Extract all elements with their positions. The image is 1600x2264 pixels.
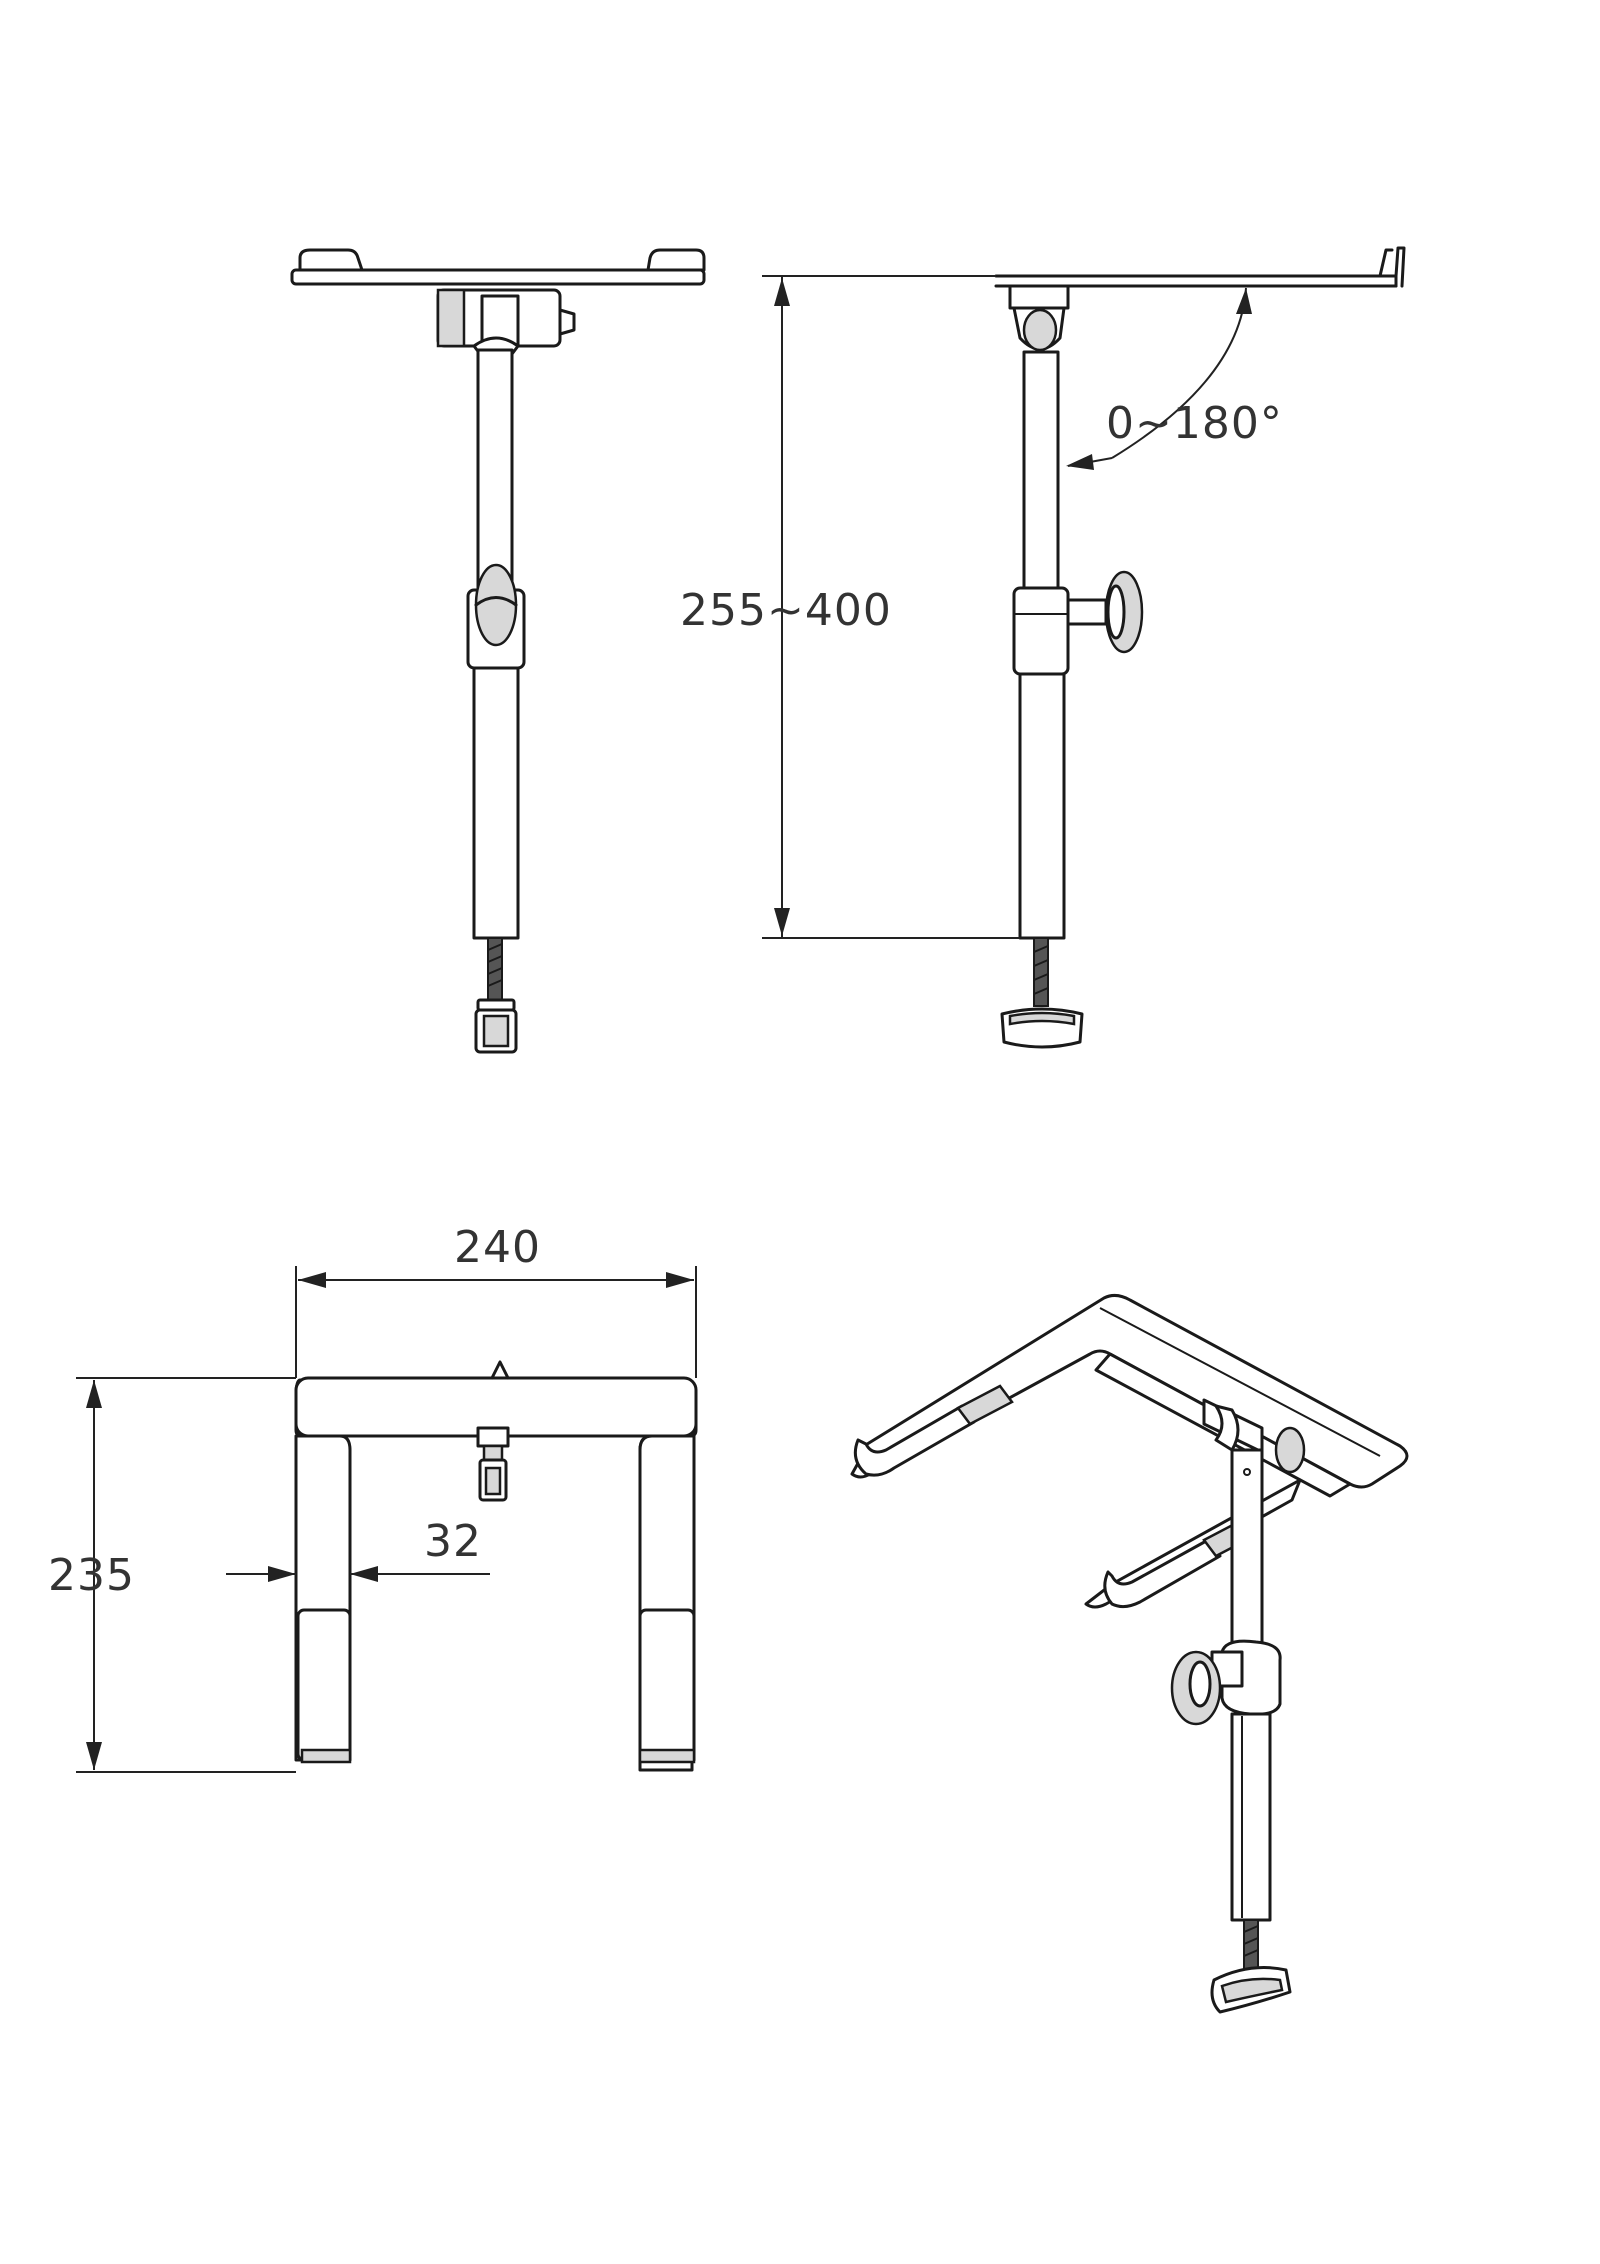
front-view	[290, 248, 706, 1054]
tilt-angle-label: 0~180°	[1106, 398, 1283, 449]
isometric-view	[850, 1293, 1409, 2014]
arm-width-dimension-label: 32	[424, 1516, 482, 1567]
width-dimension-label: 240	[454, 1222, 541, 1273]
side-view: 255~400 0~180°	[680, 246, 1406, 1049]
depth-dimension-label: 235	[48, 1550, 135, 1601]
top-view: 240 235 32	[48, 1222, 698, 1773]
height-dimension-label: 255~400	[680, 585, 892, 636]
